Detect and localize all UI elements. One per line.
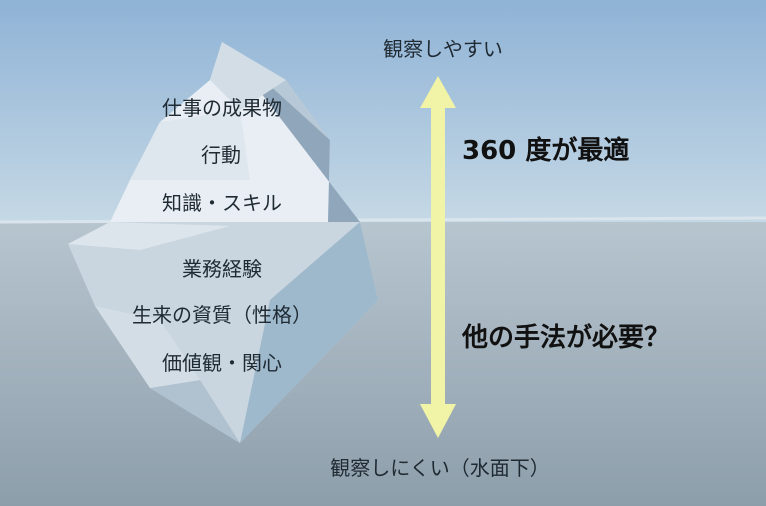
layer-work-experience: 業務経験 [182,257,262,281]
observability-arrow [420,76,456,438]
layer-knowledge-skills: 知識・スキル [162,191,282,215]
iceberg-above-water [110,42,360,222]
iceberg-below-water [68,222,378,443]
layer-behavior: 行動 [201,143,241,167]
axis-bottom-label: 観察しにくい（水面下） [330,456,550,480]
note-other-methods: 他の手法が必要？ [462,323,671,353]
note-360-optimal: 360 度が最適 [462,136,630,166]
layer-innate-traits: 生来の資質（性格） [132,303,312,327]
layer-values-interests: 価値観・関心 [162,351,282,375]
layer-work-output: 仕事の成果物 [162,96,282,120]
axis-top-label: 観察しやすい [383,37,503,61]
